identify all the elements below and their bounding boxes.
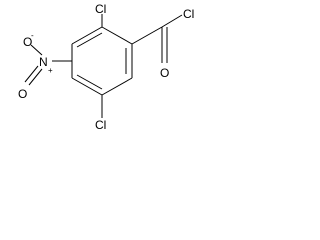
atom-o-nitro-double: O: [18, 87, 27, 101]
nitro-o-double-bond-a: [24, 65, 39, 83]
ring-bond-4-inner: [76, 74, 103, 90]
nitro-o-single-bond: [30, 44, 43, 56]
atom-cl-top: Cl: [95, 2, 106, 16]
ring-bond-3: [101, 77, 133, 96]
ring-bond-1: [101, 26, 133, 45]
atom-n-nitro: N: [39, 55, 48, 69]
atom-o-nitro-minus: O: [23, 35, 32, 49]
atom-cl-acyl: Cl: [183, 7, 194, 21]
atom-o-carbonyl: O: [160, 66, 169, 80]
charge-o-minus: -: [31, 31, 34, 40]
ring-bond-6: [71, 26, 103, 45]
ring-bond-4: [71, 77, 103, 96]
acyl-cl-bond: [161, 14, 183, 28]
atom-cl-bottom: Cl: [95, 118, 106, 132]
structure-canvas: Cl Cl O Cl N O O - +: [0, 0, 222, 155]
charge-n-plus: +: [48, 66, 53, 75]
ring-bond-6-inner: [76, 32, 103, 48]
carbonyl-carbon-bond: [131, 26, 163, 45]
chemical-structure-diagram: Cl Cl O Cl N O O - +: [18, 2, 194, 132]
nitro-o-double-bond-b: [28, 68, 43, 86]
